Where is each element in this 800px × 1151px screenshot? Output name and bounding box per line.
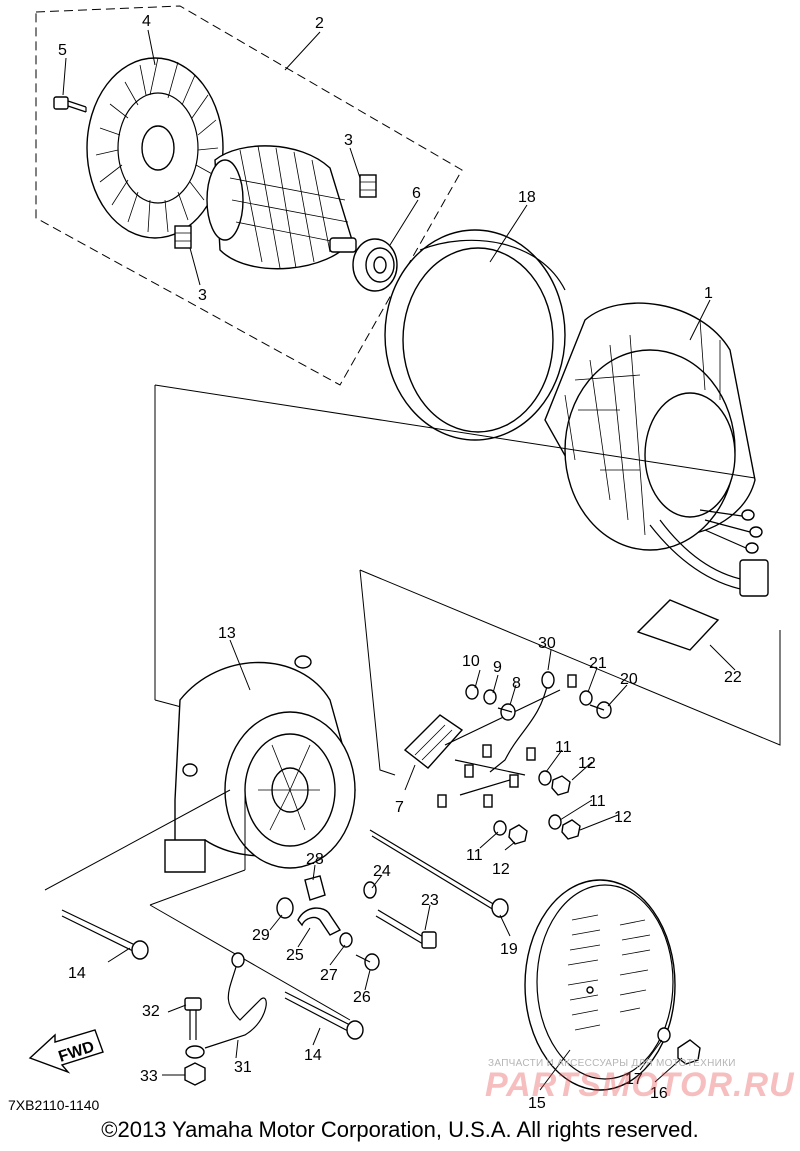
rotor-clip-lower: [174, 225, 192, 249]
collar-29: [276, 897, 294, 919]
screw-16: [677, 1039, 701, 1065]
rear-housing: [164, 655, 356, 873]
callout-13: 13: [218, 625, 236, 642]
clamp-25: [297, 907, 342, 936]
callout-19: 19: [500, 941, 518, 958]
copyright-notice: ©2013 Yamaha Motor Corporation, U.S.A. A…: [101, 1117, 699, 1142]
bolt-alignment-lines: [44, 789, 351, 1021]
ground-wire: [204, 959, 267, 1049]
callout-3-upper: 3: [344, 132, 353, 149]
rotor: [206, 145, 357, 270]
callout-1: 1: [704, 285, 713, 302]
callout-5: 5: [58, 42, 67, 59]
callout-12-c: 12: [492, 861, 510, 878]
through-bolt-14-upper: [61, 909, 149, 960]
callout-8: 8: [512, 675, 521, 692]
washer-27: [339, 932, 353, 948]
callout-23: 23: [421, 892, 439, 909]
rotor-clip-upper: [359, 174, 377, 198]
callout-17: 17: [625, 1071, 643, 1088]
watermark-logo: PARTSMOTOR.RU: [485, 1066, 795, 1104]
callout-11-b: 11: [589, 793, 606, 810]
end-cover: [524, 879, 676, 1091]
ground-wire-terminal: [231, 952, 245, 968]
washer-11-a: [538, 770, 552, 786]
callout-28: 28: [306, 851, 324, 868]
lead-wire-terminal: [541, 671, 555, 689]
callout-12-b: 12: [614, 809, 632, 826]
bolt-32: [184, 997, 202, 1040]
washer-ground: [185, 1045, 205, 1059]
callout-11-a: 11: [555, 739, 572, 756]
callout-20: 20: [620, 671, 638, 688]
stator-band: [384, 229, 566, 441]
diagram-code: 7XB2110-1140: [8, 1097, 100, 1113]
insulation-pad: [636, 599, 720, 651]
stator: [544, 302, 769, 597]
lead-wire: [489, 681, 549, 773]
diode-assembly: [437, 674, 577, 808]
fan-bolt: [53, 96, 87, 113]
washer-21: [579, 690, 593, 706]
callout-16: 16: [650, 1085, 668, 1102]
watermark-caption: ЗАПЧАСТИ И АКСЕССУАРЫ ДЛЯ МОТОТЕХНИКИ: [488, 1058, 736, 1069]
rectifier: [403, 714, 464, 769]
callout-14-upper: 14: [68, 965, 86, 982]
nut-12-b: [561, 819, 581, 840]
callout-4: 4: [142, 13, 151, 30]
callout-6: 6: [412, 185, 421, 202]
callout-26: 26: [353, 989, 371, 1006]
through-bolt-14-lower: [284, 991, 364, 1040]
bearing: [352, 238, 398, 292]
bolt-23: [375, 909, 437, 949]
through-bolt-19: [369, 829, 509, 918]
screw-8: [497, 703, 516, 721]
callout-32: 32: [142, 1003, 160, 1020]
callout-14-lower: 14: [304, 1047, 322, 1064]
forward-arrow: FWD: [28, 1029, 104, 1074]
callout-27: 27: [320, 967, 338, 984]
callout-3-lower: 3: [198, 287, 207, 304]
nut-33: [184, 1062, 206, 1086]
callout-21: 21: [589, 655, 607, 672]
callout-18: 18: [518, 189, 536, 206]
alignment-line-rectifier: [359, 569, 781, 776]
callout-25: 25: [286, 947, 304, 964]
cushion-28: [304, 875, 326, 901]
callout-2: 2: [315, 15, 324, 32]
callout-22: 22: [724, 669, 742, 686]
callout-9: 9: [493, 659, 502, 676]
nut-12-a: [551, 775, 571, 796]
callout-29: 29: [252, 927, 270, 944]
screw-20: [589, 701, 612, 719]
callout-10: 10: [462, 653, 480, 670]
callout-15: 15: [528, 1095, 546, 1112]
washer-11-b: [548, 814, 562, 830]
callout-24: 24: [373, 863, 391, 880]
callout-12-a: 12: [578, 755, 596, 772]
washer-10: [465, 684, 479, 700]
callout-11-c: 11: [466, 847, 483, 864]
nut-12-c: [508, 824, 528, 845]
screw-26: [355, 953, 380, 971]
callout-7: 7: [395, 799, 404, 816]
washer-11-c: [493, 820, 507, 836]
callout-33: 33: [140, 1068, 158, 1085]
callout-30: 30: [538, 635, 556, 652]
leader-lines: [62, 29, 736, 1091]
washer-17: [657, 1027, 671, 1043]
cooling-fan: [86, 57, 224, 239]
washer-9: [483, 689, 497, 705]
callout-31: 31: [234, 1059, 252, 1076]
